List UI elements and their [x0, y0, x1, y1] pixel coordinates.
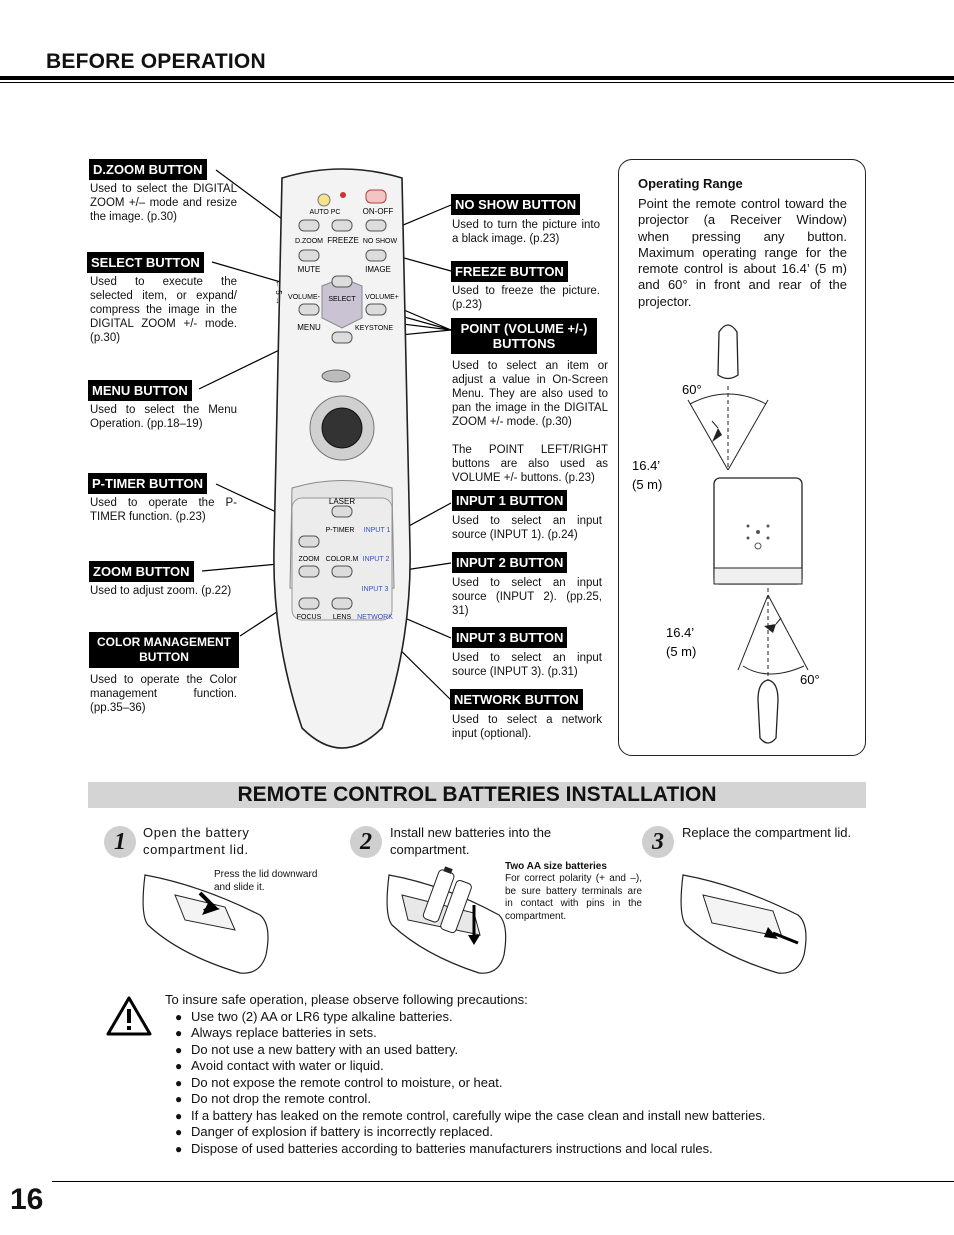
- step-2-note: For correct polarity (+ and –), be sure …: [505, 873, 642, 922]
- laser-label: LASER: [329, 497, 355, 506]
- input-2-button-desc: Used to select an input source (INPUT 2)…: [452, 577, 602, 617]
- on-off-label: ON-OFF: [363, 207, 394, 216]
- color-management-button-label: COLOR MANAGEMENT BUTTON: [89, 632, 239, 668]
- d-zoom-button-label: D.ZOOM BUTTON: [89, 159, 207, 180]
- header-rule: [0, 76, 954, 80]
- select-button-label: SELECT BUTTON: [87, 252, 204, 273]
- lens-label: LENS: [333, 614, 352, 621]
- step-1-note: Press the lid downward and slide it.: [214, 869, 318, 893]
- step-3-illustration: [680, 874, 807, 974]
- step-3-text: Replace the compartment lid.: [682, 825, 852, 840]
- no-show-button-desc: Used to turn the picture into a black im…: [452, 219, 600, 245]
- step-1-number: 1: [104, 826, 136, 858]
- no-show-label: NO SHOW: [363, 238, 398, 245]
- select-label: SELECT: [328, 296, 356, 303]
- step-2-note-title: Two AA size batteries: [505, 861, 607, 872]
- focus-label: FOCUS: [297, 614, 322, 621]
- input-3-button-label: INPUT 3 BUTTON: [452, 627, 568, 648]
- zoom-button-label: ZOOM BUTTON: [89, 561, 194, 582]
- freeze-label: FREEZE: [327, 236, 359, 245]
- precaution-item: Avoid contact with water or liquid.: [175, 1058, 766, 1075]
- freeze-button-label: FREEZE BUTTON: [451, 261, 568, 282]
- operating-range-diagram: 60° 16.4’ (5 m) 16.4’ (5 m) 60°: [632, 324, 820, 744]
- point-volume-buttons-desc-2: The POINT LEFT/RIGHT buttons are also us…: [452, 444, 608, 484]
- operating-range-panel: [618, 159, 866, 756]
- page-number: 16: [10, 1183, 44, 1216]
- mute-label: MUTE: [298, 265, 321, 274]
- network-button-label: NETWORK BUTTON: [450, 689, 583, 710]
- operating-range-text: Point the remote control toward the proj…: [638, 196, 847, 309]
- freeze-button-desc: Used to freeze the picture. (p.23): [452, 285, 600, 311]
- range-angle-bottom: 60°: [800, 672, 820, 687]
- zoom-button-desc: Used to adjust zoom. (p.22): [90, 585, 232, 597]
- side-marks: ← 5 →: [274, 280, 283, 305]
- network-label: NETWORK: [357, 614, 393, 621]
- remote-control-illustration: AUTO PC ON-OFF D.ZOOM FREEZE NO SHOW MUT…: [273, 168, 411, 749]
- keystone-label: KEYSTONE: [355, 325, 393, 332]
- menu-button-label: MENU BUTTON: [88, 380, 192, 401]
- input-3-button-desc: Used to select an input source (INPUT 3)…: [452, 652, 602, 678]
- precaution-item: If a battery has leaked on the remote co…: [175, 1108, 766, 1125]
- precautions-list: To insure safe operation, please observe…: [165, 992, 766, 1157]
- input-2-button-label: INPUT 2 BUTTON: [452, 552, 568, 573]
- d-zoom-button-desc: Used to select the DIGITAL ZOOM +/– mode…: [90, 183, 237, 223]
- input-1-button-desc: Used to select an input source (INPUT 1)…: [452, 515, 602, 541]
- color-m-label: COLOR.M: [326, 556, 359, 563]
- input1-label: INPUT 1: [364, 527, 391, 534]
- volume-minus-label: VOLUME-: [288, 294, 321, 301]
- point-volume-buttons-label: POINT (VOLUME +/-) BUTTONS: [451, 318, 597, 354]
- precaution-item: Do not use a new battery with an used ba…: [175, 1042, 766, 1059]
- input2-label: INPUT 2: [363, 556, 390, 563]
- step-1-text: Open the battery compartment lid.: [143, 825, 250, 857]
- precaution-item: Do not expose the remote control to mois…: [175, 1075, 766, 1092]
- step-2-number: 2: [350, 826, 382, 858]
- auto-pc-label: AUTO PC: [310, 209, 341, 216]
- color-management-button-desc: Used to operate the Color management fun…: [90, 674, 237, 714]
- precaution-item: Do not drop the remote control.: [175, 1091, 766, 1108]
- p-timer-button-label: P-TIMER BUTTON: [88, 473, 207, 494]
- point-volume-buttons-desc: Used to select an item or adjust a value…: [452, 360, 608, 428]
- precaution-item: Dispose of used batteries according to b…: [175, 1141, 766, 1158]
- precautions-intro: To insure safe operation, please observe…: [165, 992, 528, 1007]
- header-rule-thin: [0, 82, 954, 83]
- range-distance-bottom-ft: 16.4’: [666, 625, 694, 640]
- precaution-item: Danger of explosion if battery is incorr…: [175, 1124, 766, 1141]
- range-distance-bottom-m: (5 m): [666, 644, 696, 659]
- step-2-illustration: [386, 866, 507, 974]
- warning-icon: [106, 996, 152, 1036]
- no-show-button-label: NO SHOW BUTTON: [451, 194, 581, 215]
- zoom-label: ZOOM: [299, 556, 320, 563]
- footer-rule: [52, 1181, 954, 1182]
- input-1-button-label: INPUT 1 BUTTON: [452, 490, 568, 511]
- dzoom-label: D.ZOOM: [295, 238, 323, 245]
- p-timer-label: P-TIMER: [326, 527, 355, 534]
- p-timer-button-desc: Used to operate the P-TIMER function. (p…: [90, 497, 237, 523]
- image-label: IMAGE: [365, 265, 391, 274]
- step-3-number: 3: [642, 826, 674, 858]
- precaution-item: Always replace batteries in sets.: [175, 1025, 766, 1042]
- page-title: BEFORE OPERATION: [46, 50, 266, 73]
- step-2-text: Install new batteries into the compartme…: [390, 825, 552, 857]
- input3-label: INPUT 3: [362, 586, 389, 593]
- select-button-desc: Used to execute the selected item, or ex…: [90, 276, 237, 344]
- step-1-illustration: [142, 874, 269, 974]
- menu-label: MENU: [297, 323, 321, 332]
- menu-button-desc: Used to select the Menu Operation. (pp.1…: [90, 404, 237, 430]
- network-button-desc: Used to select a network input (optional…: [452, 714, 602, 740]
- precaution-item: Use two (2) AA or LR6 type alkaline batt…: [175, 1009, 766, 1026]
- range-distance-top-m: (5 m): [632, 477, 662, 492]
- range-distance-top-ft: 16.4’: [632, 458, 660, 473]
- volume-plus-label: VOLUME+: [365, 294, 399, 301]
- batteries-section-title: REMOTE CONTROL BATTERIES INSTALLATION: [88, 782, 866, 808]
- operating-range-title: Operating Range: [638, 176, 743, 191]
- range-angle-top: 60°: [682, 382, 702, 397]
